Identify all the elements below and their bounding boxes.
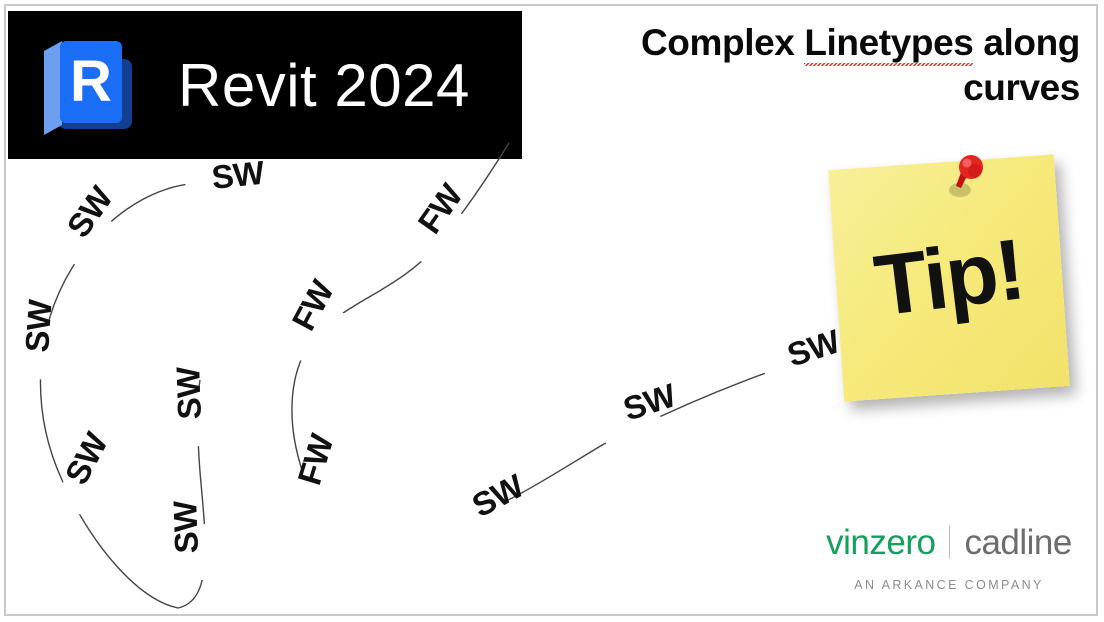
left-loop-path xyxy=(39,182,233,609)
cad-label-sw: SW xyxy=(619,376,681,428)
cad-label-fw: FW xyxy=(290,429,340,489)
cad-label-sw: SW xyxy=(59,179,120,244)
revit-cube-svg: R xyxy=(44,41,132,135)
revit-product-banner: R Revit 2024 xyxy=(8,11,522,159)
brand-logo: vinzero cadline AN ARKANCE COMPANY xyxy=(818,518,1080,593)
tip-sticky-note: Tip! xyxy=(828,152,1074,402)
revit-product-name: Revit 2024 xyxy=(178,51,470,119)
right-sweep-path xyxy=(475,355,817,516)
svg-text:R: R xyxy=(70,49,112,114)
middle-s-curve: FW FW FW xyxy=(281,142,510,524)
cad-label-sw: SW xyxy=(466,466,531,524)
revit-cube-icon: R xyxy=(36,33,140,137)
cad-label-sw: SW xyxy=(18,298,59,354)
title-misspelled-word: Linetypes xyxy=(804,20,974,67)
page-title: Complex Linetypes along curves xyxy=(540,20,1080,110)
vinzero-wordmark: vinzero xyxy=(826,522,936,562)
middle-s-path xyxy=(291,142,510,471)
red-pushpin-icon xyxy=(949,155,983,197)
cad-label-fw: FW xyxy=(285,273,342,336)
cad-label-sw: SW xyxy=(166,499,205,554)
right-sweep-curve: SW SW SW xyxy=(445,322,845,550)
cad-label-sw: SW xyxy=(169,365,208,420)
cadline-wordmark: cadline xyxy=(964,522,1072,562)
middle-s-gaps xyxy=(281,197,475,524)
brand-tagline: AN ARKANCE COMPANY xyxy=(854,578,1044,592)
title-line2: curves xyxy=(963,67,1080,109)
right-sweep-gaps xyxy=(445,336,830,550)
left-loop-curve: SW SW SW SW SW SW xyxy=(18,154,267,609)
brand-divider xyxy=(949,525,951,559)
left-loop-gaps xyxy=(26,163,245,581)
cad-label-sw: SW xyxy=(210,154,267,196)
title-line1-part2: along xyxy=(973,22,1080,63)
cad-label-fw: FW xyxy=(410,176,470,240)
title-line1-part1: Complex xyxy=(640,22,805,63)
brand-logo-row: vinzero cadline xyxy=(818,518,1080,566)
cad-label-sw: SW xyxy=(58,426,116,491)
